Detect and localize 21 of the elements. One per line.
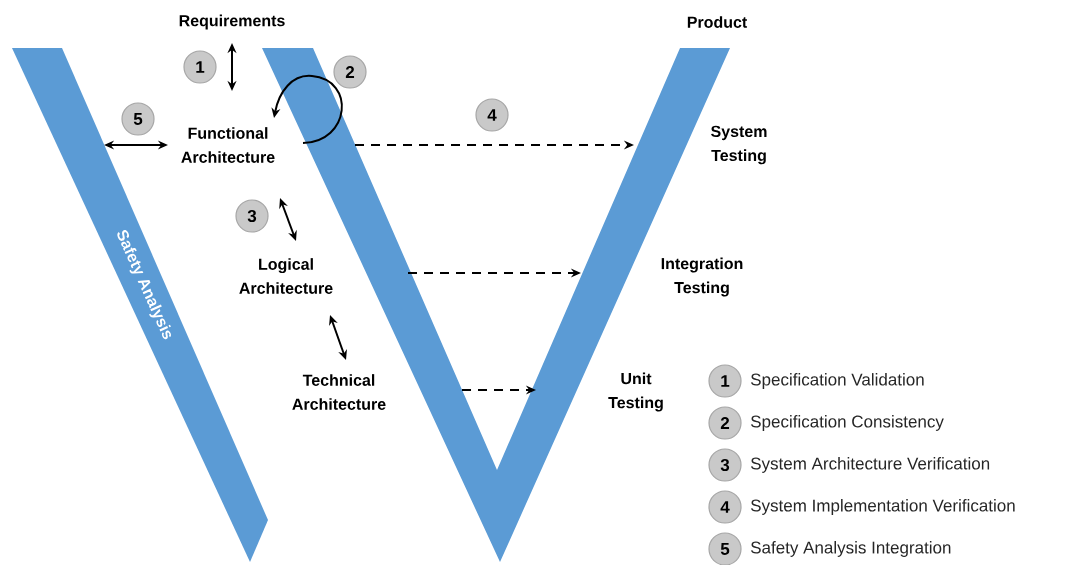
legend-text: Specification Validation	[751, 373, 924, 389]
legend-text: System Implementation Verification	[751, 499, 1015, 515]
number-badge: 2	[333, 55, 367, 89]
number-badge: 4	[475, 98, 509, 132]
legend-text: System Architecture Verification	[751, 457, 990, 473]
stage-label: Product	[687, 16, 748, 28]
stage-label: Unit Testing	[608, 372, 663, 412]
stage-label: System Testing	[711, 125, 767, 165]
legend-text: Safety Analysis Integration	[751, 541, 951, 557]
number-badge: 3	[235, 199, 269, 233]
number-badge: 3	[708, 448, 742, 482]
number-badge: 2	[708, 406, 742, 440]
number-badge: 1	[183, 50, 217, 84]
stage-label: Requirements	[179, 14, 285, 30]
number-badge: 5	[121, 102, 155, 136]
number-badge: 4	[708, 490, 742, 524]
number-badge: 1	[708, 364, 742, 398]
number-badge: 5	[708, 532, 742, 565]
legend-text: Specification Consistency	[751, 415, 944, 431]
stage-label: Integration Testing	[661, 257, 743, 297]
stage-label: Technical Architecture	[292, 374, 386, 410]
